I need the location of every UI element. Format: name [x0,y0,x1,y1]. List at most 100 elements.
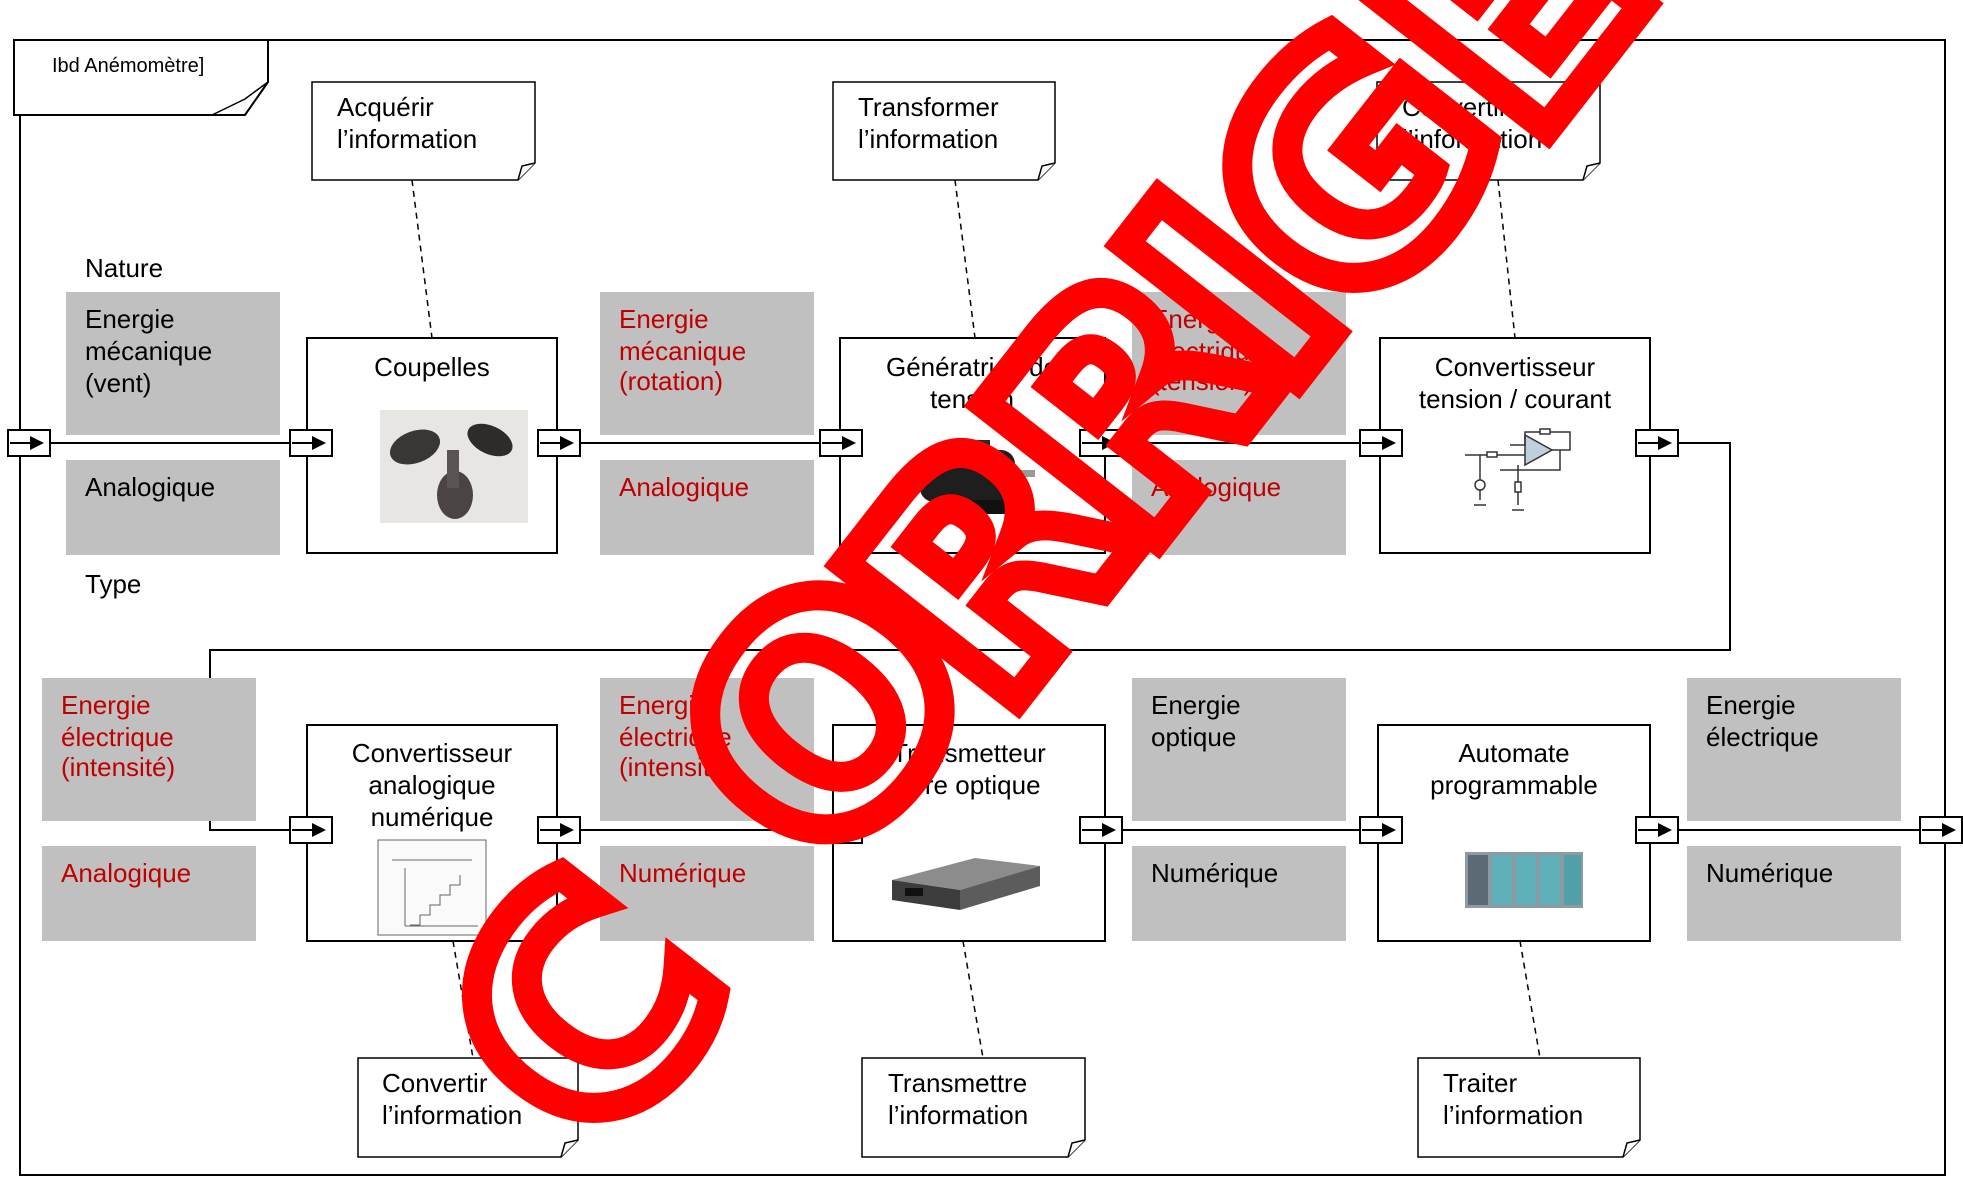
plc-module-4 [1540,855,1560,905]
note-connector-5 [962,940,984,1059]
transceiver-side [960,866,1040,910]
frame-title-tab-fold [211,81,269,116]
flow-nature-box-6 [1132,678,1346,821]
flow-line-4 [209,442,1731,831]
cup-right [467,423,513,457]
port-generatrice-out [1079,429,1123,457]
flow-nature-box-2 [600,292,814,435]
diagram-frame [19,39,1946,1176]
port-coupelles-out [537,429,581,457]
motor-base [930,500,1005,514]
adc-staircase [410,875,461,926]
port-can-out [537,816,581,844]
flow-type-box-4 [42,846,256,941]
fiber-transceiver-image [892,858,1040,910]
note-connector-4 [452,940,474,1059]
flow-type-1: Analogique [85,472,215,502]
flow-type-box-2 [600,460,814,555]
plc-module-3 [1516,855,1536,905]
motor-box [955,440,990,456]
transceiver-port [905,888,923,896]
flow-type-4: Analogique [61,858,191,888]
cup-left [389,429,441,465]
block-coupelles-title: Coupelles [374,352,490,382]
frame-title: Ibd Anémomètre] [52,55,204,77]
port-coupelles-in [289,429,333,457]
frame-title-tab [13,39,269,116]
note-connector-1 [411,179,433,339]
adc-sheet [377,839,487,936]
flow-type-box-7 [1687,846,1901,941]
op-amp-circuit-image [1465,428,1571,511]
nature-label: Nature [85,253,163,283]
note-connector-3 [1497,179,1516,339]
flow-type-3: Analogique [1151,472,1281,502]
block-coupelles: Coupelles [306,337,558,554]
flow-type-box-5 [600,846,814,941]
circuit-wire-5 [1500,450,1561,471]
watermark-corrige: C O R R I G E [366,0,1727,1181]
note-connector-2 [954,179,976,339]
note-connector-6 [1519,940,1541,1059]
flow-type-box-6 [1132,846,1346,941]
motor-shaft [1015,470,1035,477]
port-convertisseur-out [1635,429,1679,457]
ports [7,429,1963,844]
cup-anemometer-image [380,410,528,523]
port-can-in [289,816,333,844]
flow-nature-box-7 [1687,678,1901,821]
adc-schematic-image [377,839,487,936]
port-generatrice-in [819,429,863,457]
port-automate-in [1359,816,1403,844]
plc-image [1465,852,1583,908]
flow-nature-box-1 [66,292,280,435]
port-transmetteur-out [1079,816,1123,844]
port-transmetteur-in [819,816,863,844]
flow-type-box-1 [66,460,280,555]
plc-module-1 [1468,855,1488,905]
plc-module-5 [1564,855,1581,905]
resistor-3 [1514,481,1522,493]
note-connectors [411,179,1541,1059]
cup-hub [447,450,459,488]
flow-lines [50,442,1920,831]
port-output-final [1919,816,1963,844]
port-convertisseur-in [1359,429,1403,457]
flow-nature-box-5 [600,678,814,821]
motor-body [920,450,1015,502]
op-amp-symbol [1524,433,1554,467]
resistor-2 [1539,428,1551,435]
port-automate-out [1635,816,1679,844]
flow-nature-box-3 [1132,292,1346,435]
